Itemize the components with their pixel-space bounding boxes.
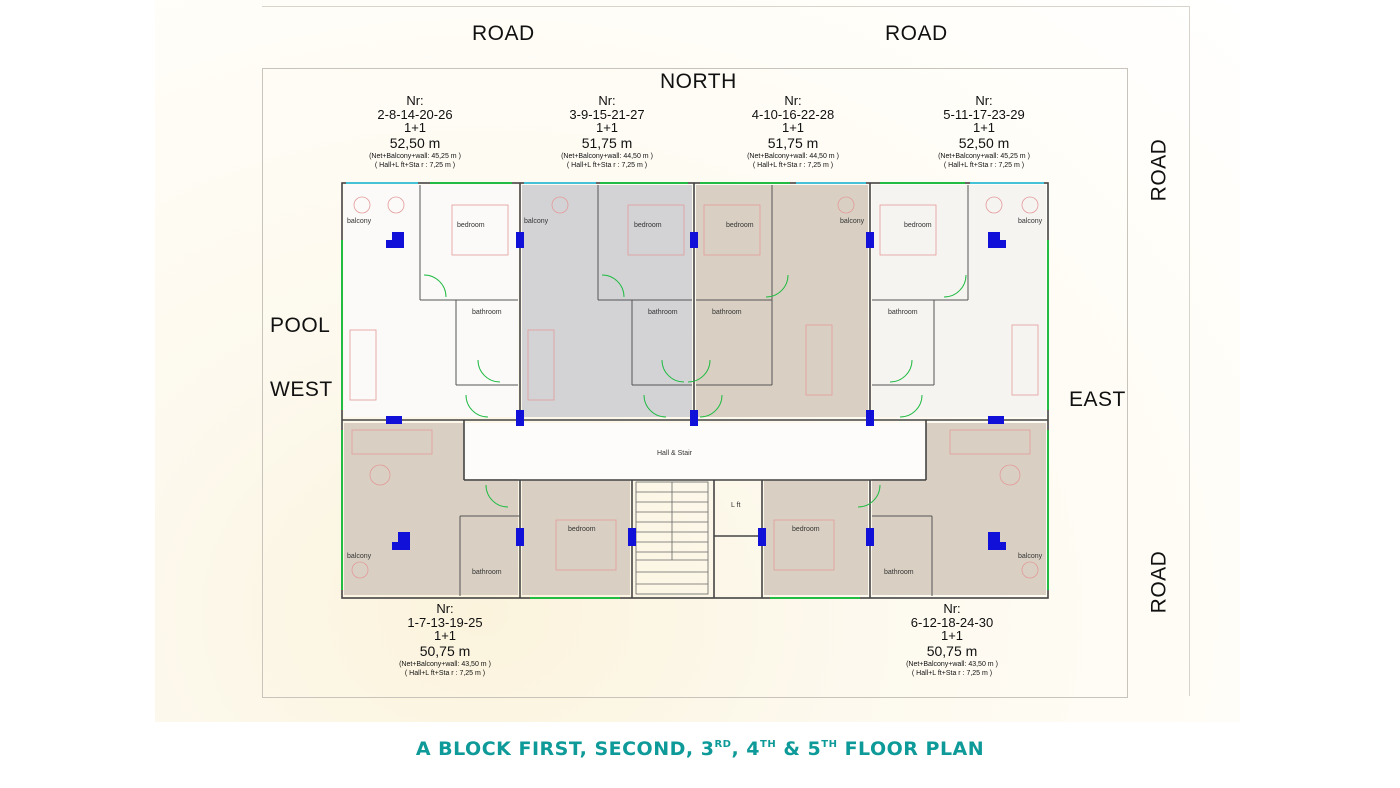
title-part-4: FLOOR PLAN: [837, 738, 985, 760]
room-label-balcony: balcony: [1018, 553, 1043, 560]
pool-label: POOL: [270, 314, 331, 337]
unit-info-bottom-1: Nr: 1-7-13-19-25 1+1 50,75 m (Net+Balcon…: [370, 602, 520, 677]
unit-type: 1+1: [972, 120, 996, 136]
unit-type: 1+1: [781, 120, 805, 136]
room-label-balcony: balcony: [524, 218, 549, 225]
unit-net-area: (Net+Balcony+wall: 44,50 m ): [561, 152, 653, 160]
room-label-bathroom: bathroom: [888, 309, 918, 316]
staircase: [635, 481, 709, 595]
unit-area: 50,75 m: [419, 642, 471, 659]
unit-numbers: 3-9-15-21-27: [569, 106, 645, 122]
room-label-bedroom: bedroom: [726, 222, 754, 229]
unit-1-bedroom-fill: [522, 480, 630, 595]
unit-4-fill: [696, 185, 868, 417]
room-label-bathroom: bathroom: [648, 309, 678, 316]
road-label-top-right: ROAD: [885, 22, 948, 45]
title-sup-4: TH: [760, 739, 777, 750]
unit-info-top-4: Nr: 5-11-17-23-29 1+1 52,50 m (Net+Balco…: [909, 94, 1059, 169]
unit-numbers: 4-10-16-22-28: [751, 106, 835, 122]
room-label-balcony: balcony: [347, 553, 372, 560]
furniture: [349, 196, 1039, 579]
site-boundary-top: [262, 6, 1190, 7]
unit-nr-label: Nr:: [784, 93, 802, 108]
room-label-bedroom: bedroom: [457, 222, 485, 229]
room-label-bedroom: bedroom: [904, 222, 932, 229]
unit-info-top-2: Nr: 3-9-15-21-27 1+1 51,75 m (Net+Balcon…: [532, 94, 682, 169]
room-label-bathroom: bathroom: [712, 309, 742, 316]
room-label-hall-stair: Hall & Stair: [657, 450, 693, 457]
room-label-bathroom: bathroom: [472, 309, 502, 316]
unit-net-area: (Net+Balcony+wall: 45,25 m ): [938, 152, 1030, 160]
unit-hall-area: ( Hall+L ft+Sta r : 7,25 m ): [374, 161, 456, 169]
room-label-bedroom: bedroom: [634, 222, 662, 229]
unit-nr-label: Nr:: [598, 93, 616, 108]
unit-area: 51,75 m: [767, 134, 819, 151]
unit-info-top-1: Nr: 2-8-14-20-26 1+1 52,50 m (Net+Balcon…: [340, 94, 490, 169]
unit-6-bedroom-fill: [764, 480, 868, 595]
room-label-balcony: balcony: [347, 218, 372, 225]
unit-5-fill: [872, 185, 1046, 417]
unit-area: 51,75 m: [581, 134, 633, 151]
title-sup-5: TH: [821, 739, 838, 750]
unit-info-bottom-2: Nr: 6-12-18-24-30 1+1 50,75 m (Net+Balco…: [877, 602, 1027, 677]
room-label-balcony: balcony: [840, 218, 865, 225]
floor-plan-title: A BLOCK FIRST, SECOND, 3RD, 4TH & 5TH FL…: [0, 738, 1400, 760]
unit-2-fill: [344, 185, 518, 417]
unit-hall-area: ( Hall+L ft+Sta r : 7,25 m ): [752, 161, 834, 169]
unit-info-top-3: Nr: 4-10-16-22-28 1+1 51,75 m (Net+Balco…: [718, 94, 868, 169]
unit-net-area: (Net+Balcony+wall: 45,25 m ): [369, 152, 461, 160]
unit-nr-label: Nr:: [436, 601, 454, 616]
windows: [341, 182, 1049, 599]
unit-3-fill: [522, 185, 692, 417]
site-boundary-right: [1189, 6, 1190, 696]
unit-numbers: 5-11-17-23-29: [943, 106, 1025, 122]
unit-nr-label: Nr:: [406, 93, 424, 108]
unit-area: 52,50 m: [389, 134, 441, 151]
hall-fill: [464, 423, 926, 479]
unit-area: 52,50 m: [958, 134, 1010, 151]
unit-net-area: (Net+Balcony+wall: 44,50 m ): [747, 152, 839, 160]
road-label-top-left: ROAD: [472, 22, 535, 45]
title-part-1: A BLOCK FIRST, SECOND, 3: [415, 738, 715, 760]
room-label-bedroom: bedroom: [568, 526, 596, 533]
title-part-2: , 4: [731, 738, 761, 760]
room-label-lift: L ft: [731, 502, 741, 509]
unit-type: 1+1: [403, 120, 427, 136]
unit-hall-area: ( Hall+L ft+Sta r : 7,25 m ): [911, 669, 993, 677]
room-label-bathroom: bathroom: [884, 569, 914, 576]
unit-numbers: 6-12-18-24-30: [910, 614, 994, 630]
plot-frame: [262, 68, 1128, 698]
unit-type: 1+1: [595, 120, 619, 136]
unit-net-area: (Net+Balcony+wall: 43,50 m ): [399, 660, 491, 668]
room-label-balcony: balcony: [1018, 218, 1043, 225]
west-label: WEST: [270, 378, 333, 401]
unit-numbers: 2-8-14-20-26: [377, 106, 453, 122]
north-label: NORTH: [660, 70, 737, 93]
unit-type: 1+1: [433, 628, 457, 644]
columns: [386, 232, 1006, 550]
unit-area: 50,75 m: [926, 642, 978, 659]
east-label: EAST: [1069, 388, 1126, 411]
unit-net-area: (Net+Balcony+wall: 43,50 m ): [906, 660, 998, 668]
room-label-bathroom: bathroom: [472, 569, 502, 576]
unit-hall-area: ( Hall+L ft+Sta r : 7,25 m ): [566, 161, 648, 169]
title-part-3: & 5: [776, 738, 822, 760]
unit-type: 1+1: [940, 628, 964, 644]
unit-nr-label: Nr:: [943, 601, 961, 616]
title-sup-3: RD: [714, 739, 732, 750]
unit-nr-label: Nr:: [975, 93, 993, 108]
room-label-bedroom: bedroom: [792, 526, 820, 533]
unit-numbers: 1-7-13-19-25: [407, 614, 483, 630]
doors: [423, 274, 967, 508]
unit-hall-area: ( Hall+L ft+Sta r : 7,25 m ): [943, 161, 1025, 169]
unit-hall-area: ( Hall+L ft+Sta r : 7,25 m ): [404, 669, 486, 677]
